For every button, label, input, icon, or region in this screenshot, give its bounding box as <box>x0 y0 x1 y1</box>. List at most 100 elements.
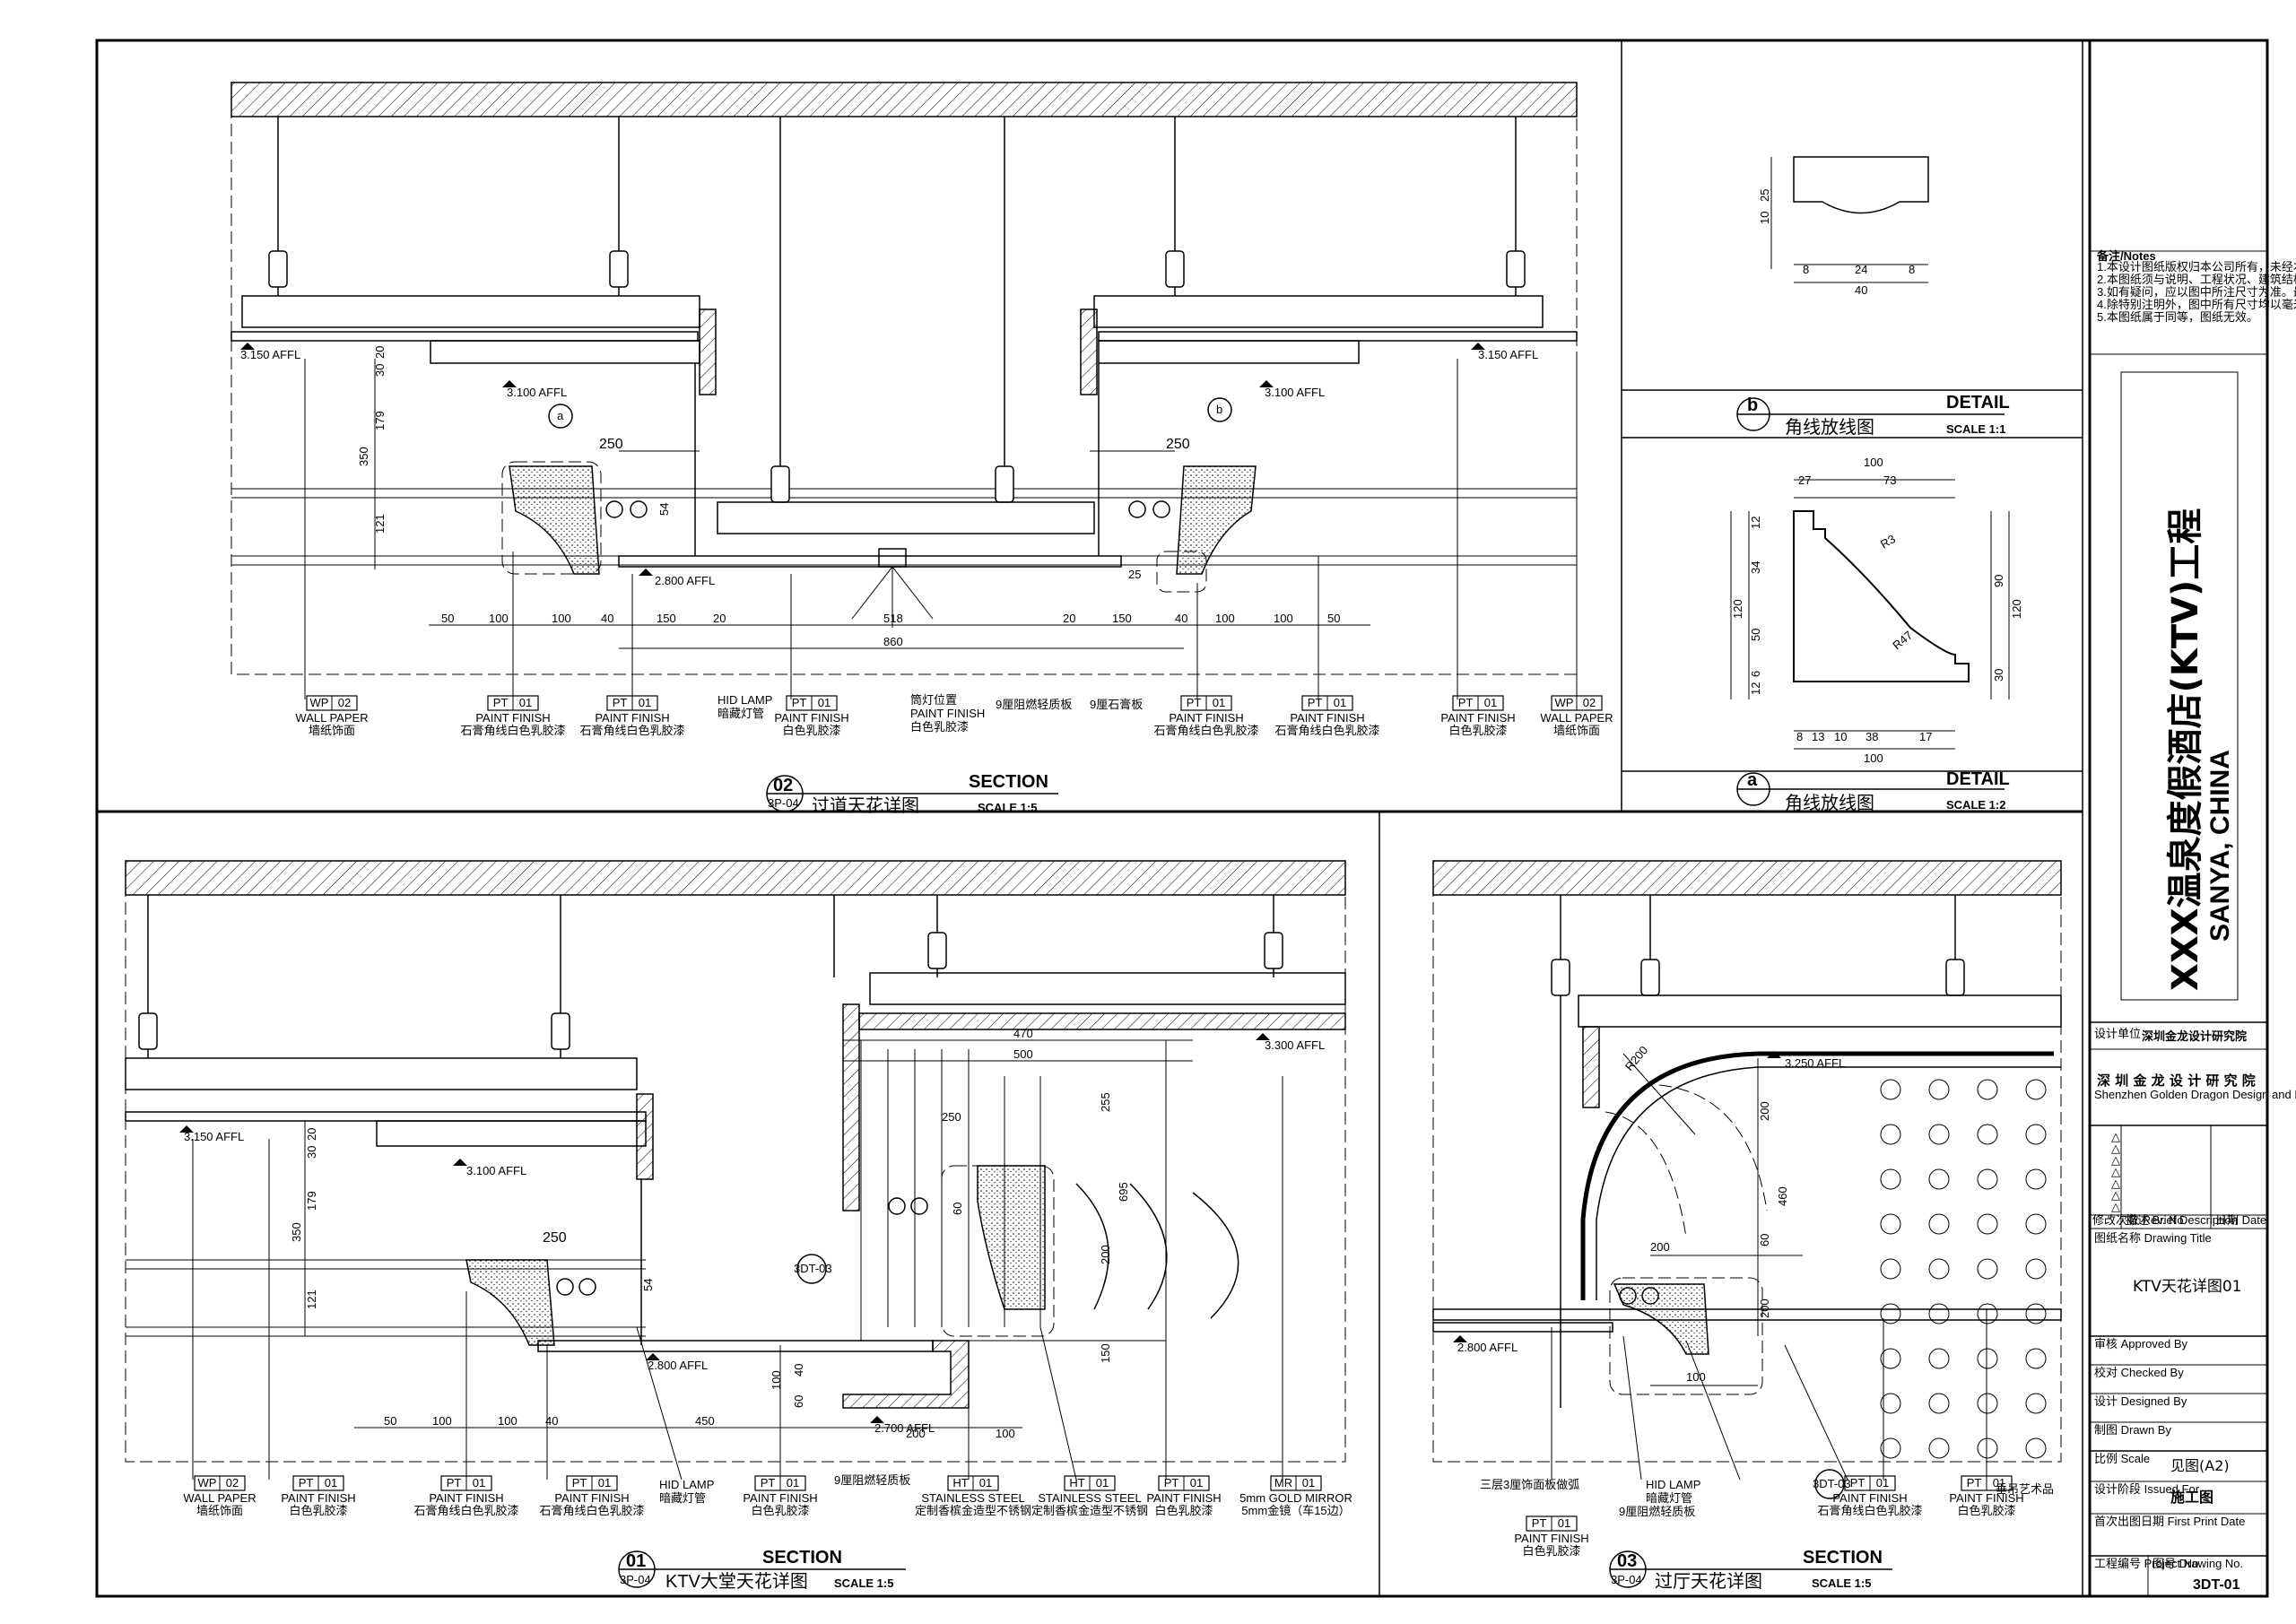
view-b-detail: 25 10 8 24 8 40 b DETAIL 角线放线图 SCALE 1:1 <box>1622 156 2083 439</box>
decor-circle <box>1977 1168 1998 1190</box>
tag-code: MR <box>1274 1476 1292 1489</box>
dim-h: 518 <box>883 612 903 625</box>
tag-number: 01 <box>1558 1516 1570 1530</box>
tag-material-en: PAINT FINISH <box>475 711 550 725</box>
dim: 34 <box>1749 561 1762 574</box>
title-block: XXX温泉度假酒店(KTV)工程 SANYA, CHINA 备注/Notes 1… <box>2090 249 2296 1596</box>
view-03-title: 03 3P-04 SECTION 过厅天花详图 SCALE 1:5 <box>1609 1548 1892 1592</box>
dim-v: 100 <box>770 1370 783 1390</box>
scale-value: 见图(A2) <box>2170 1457 2230 1474</box>
decor-circle <box>2025 1124 2047 1145</box>
view-02-title: 02 3P-04 SECTION 过道天花详图 SCALE 1:5 <box>766 772 1058 816</box>
dim-v: 25 <box>1128 568 1141 581</box>
view-02-labels: 3.150 AFFL 3.100 AFFL 2.800 AFFL 3.100 A… <box>240 346 1538 734</box>
sheet-frame <box>95 39 2269 1598</box>
designed-label: 设计 Designed By <box>2094 1394 2187 1408</box>
level-label: 2.800 AFFL <box>1457 1341 1518 1354</box>
tag-material-en: WALL PAPER <box>1540 711 1613 725</box>
dim: 10 <box>1758 212 1771 224</box>
dim-v: 20 <box>373 346 387 359</box>
decor-circle <box>1928 1168 1950 1190</box>
tag-material-cn: 石膏角线白色乳胶漆 <box>539 1504 644 1517</box>
dim-v: 40 <box>792 1364 805 1376</box>
tag-number: 01 <box>598 1476 611 1489</box>
tag-material-en: PAINT FINISH <box>1949 1491 2023 1505</box>
tag-code: PT <box>299 1476 314 1489</box>
revision-table: △ △ △ △ △ △ △ 修改次数 Rev. No. 描述 Brief Des… <box>2090 1125 2267 1229</box>
rev-col: 描述 Brief Description <box>2126 1213 2238 1227</box>
tag-material-en: WALL PAPER <box>295 711 368 725</box>
level-label: 3.150 AFFL <box>240 348 300 361</box>
tag-code: PT <box>1532 1516 1547 1530</box>
tag-material-en: PAINT FINISH <box>1146 1491 1221 1505</box>
dim-h: 250 <box>942 1110 961 1124</box>
tag-number: 01 <box>818 696 831 709</box>
decor-circle <box>1928 1258 1950 1280</box>
dim-v: 350 <box>357 447 370 466</box>
decor-circle <box>1977 1124 1998 1145</box>
decor-circle <box>1977 1437 1998 1459</box>
tag-material-cn: 石膏角线白色乳胶漆 <box>1274 724 1379 737</box>
dim-h: 100 <box>1274 612 1293 625</box>
firm-name-en: Shenzhen Golden Dragon Design and Resear… <box>2094 1088 2296 1101</box>
tag-material-cn: 白色乳胶漆 <box>289 1504 347 1517</box>
dim-h: 100 <box>1686 1370 1706 1384</box>
rev-mark: △ <box>2111 1165 2120 1178</box>
note-board: 9厘阻燃轻质板 <box>834 1473 910 1487</box>
view-scale: SCALE 1:5 <box>834 1576 893 1590</box>
dim-v: 54 <box>641 1279 655 1291</box>
tag-material-cn: 石膏角线白色乳胶漆 <box>460 724 565 737</box>
decor-circle <box>1977 1303 1998 1324</box>
callout-3dt03: 3DT-03 <box>794 1262 832 1275</box>
dim: 8 <box>1909 263 1915 276</box>
tag-code: HT <box>1069 1476 1084 1489</box>
dim: 24 <box>1855 263 1867 276</box>
tag-material-cn: 白色乳胶漆 <box>1448 724 1507 737</box>
view-sheet: 3P-04 <box>1611 1573 1642 1586</box>
dim-v: 60 <box>792 1395 805 1408</box>
dim-v: 60 <box>1758 1234 1771 1246</box>
level-label: 2.800 AFFL <box>648 1359 708 1372</box>
tag-code: HT <box>952 1476 968 1489</box>
firm-name: 深 圳 金 龙 设 计 研 究 院 <box>2097 1073 2256 1089</box>
decor-circle <box>1928 1213 1950 1235</box>
dim-h: 100 <box>552 612 571 625</box>
tag-material-en: PAINT FINISH <box>595 711 669 725</box>
dim-h: 100 <box>432 1414 452 1428</box>
note-board: 9厘阻燃轻质板 <box>1619 1505 1695 1518</box>
tag-number: 01 <box>1190 1476 1203 1489</box>
tag-code: PT <box>1187 696 1202 709</box>
tag-material-cn: 5mm金镜（车15边） <box>1241 1504 1350 1517</box>
tag-material-en: PAINT FINISH <box>1514 1532 1588 1545</box>
dim-h: 40 <box>601 612 613 625</box>
dim-h: 20 <box>1063 612 1075 625</box>
tag-material-en: PAINT FINISH <box>1832 1491 1907 1505</box>
dim-v: 695 <box>1117 1182 1130 1202</box>
view-scale: SCALE 1:5 <box>978 801 1037 814</box>
tag-code: PT <box>1967 1476 1982 1489</box>
dim: 38 <box>1866 730 1878 743</box>
note-line: 5.本图纸属于同等，图纸无效。 <box>2097 310 2258 324</box>
callout-b: b <box>1216 403 1222 416</box>
decor-circle <box>1880 1168 1901 1190</box>
rev-mark: △ <box>2111 1130 2120 1143</box>
note-board: 9厘阻燃轻质板 <box>996 698 1072 711</box>
decor-circle <box>2025 1303 2047 1324</box>
decor-circle <box>1928 1124 1950 1145</box>
view-01-title: 01 3P-04 SECTION KTV大堂天花详图 SCALE 1:5 <box>618 1548 906 1592</box>
dim-v: 350 <box>290 1222 303 1242</box>
dim-h: 20 <box>713 612 726 625</box>
tag-material-cn: 白色乳胶漆 <box>751 1504 809 1517</box>
tag-material-cn: 墙纸饰面 <box>196 1504 243 1517</box>
dim-h: 100 <box>489 612 509 625</box>
view-sheet: 3P-04 <box>620 1573 651 1586</box>
